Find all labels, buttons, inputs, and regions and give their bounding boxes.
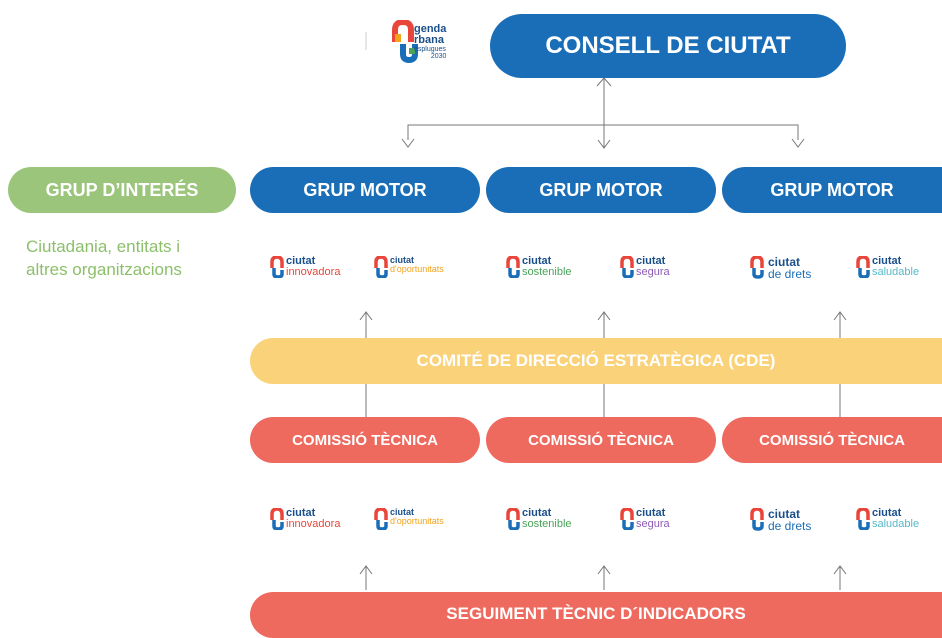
brand-name: saludable (872, 518, 920, 530)
brand-word: ciutat (636, 255, 666, 267)
brand-word: ciutat (390, 255, 415, 265)
brand-word: ciutat (636, 507, 666, 519)
brand-name: segura (636, 266, 670, 278)
ciutat-mark-icon (374, 256, 388, 278)
brand-name: de drets (768, 267, 812, 281)
technical-commission-label: COMISSIÓ TÈCNICA (759, 431, 905, 449)
brand-name: sostenible (522, 266, 572, 278)
ciutat-mark-icon (750, 508, 764, 531)
interest-group-description-line2: altres organitzacions (26, 260, 182, 279)
cde-label: COMITÉ DE DIRECCIÓ ESTRATÈGICA (CDE) (416, 351, 776, 370)
brand-name: segura (636, 518, 670, 530)
motor-group-label: GRUP MOTOR (303, 179, 427, 200)
ciutat-mark-icon (270, 256, 284, 278)
brand-name: innovadora (286, 266, 341, 278)
brand-name: sostenible (522, 518, 572, 530)
motor-group-label: GRUP MOTOR (770, 179, 894, 200)
ciutat-mark-icon (856, 256, 870, 278)
brand-word: ciutat (522, 507, 552, 519)
ciutat-mark-icon (620, 256, 634, 278)
interest-group-description-line1: Ciutadania, entitats i (26, 237, 181, 256)
logo-text-1: genda (414, 23, 447, 35)
motor-group-2: GRUP MOTOR (486, 167, 716, 213)
monitoring-box: SEGUIMENT TÈCNIC D´INDICADORS (250, 592, 942, 638)
cde-box: COMITÉ DE DIRECCIÓ ESTRATÈGICA (CDE) (250, 338, 942, 384)
ciutat-mark-icon (750, 256, 764, 279)
logo-text-4: 2030 (430, 53, 447, 60)
brand-word: ciutat (768, 507, 801, 521)
motor-group-3: GRUP MOTOR (722, 167, 942, 213)
ciutat-mark-icon (270, 508, 284, 530)
agenda-urbana-mark-icon (392, 20, 418, 64)
brand-name: de drets (768, 519, 812, 533)
brand-word: ciutat (286, 507, 316, 519)
logo-text-2: rbana (414, 34, 444, 46)
ciutat-mark-icon (506, 508, 520, 530)
brand-word: ciutat (286, 255, 316, 267)
agenda-urbana-logo: genda rbana esplugues 2030 (392, 20, 462, 64)
brand-word: ciutat (390, 507, 415, 517)
ciutat-mark-icon (856, 508, 870, 530)
technical-commission-label: COMISSIÓ TÈCNICA (292, 431, 438, 449)
motor-group-label: GRUP MOTOR (539, 179, 663, 200)
interest-group-description: Ciutadania, entitats i altres organitzac… (26, 235, 182, 281)
brand-name: innovadora (286, 518, 341, 530)
brand-word: ciutat (522, 255, 552, 267)
interest-group-box: GRUP D’INTERÉS (8, 167, 236, 213)
brand-name: saludable (872, 266, 920, 278)
logo-text-3: esplugues (414, 46, 446, 53)
motor-group-1: GRUP MOTOR (250, 167, 480, 213)
ciutat-mark-icon (374, 508, 388, 530)
brand-word: ciutat (872, 507, 902, 519)
monitoring-label: SEGUIMENT TÈCNIC D´INDICADORS (446, 604, 746, 623)
ciutat-mark-icon (506, 256, 520, 278)
brand-name: d'oportunitats (390, 516, 444, 526)
brand-word: ciutat (768, 255, 801, 269)
technical-commission-label: COMISSIÓ TÈCNICA (528, 431, 674, 449)
interest-group-label: GRUP D’INTERÉS (45, 179, 199, 200)
brand-name: d'oportunitats (390, 264, 444, 274)
council-label: CONSELL DE CIUTAT (545, 32, 791, 59)
brand-word: ciutat (872, 255, 902, 267)
technical-commission-3: COMISSIÓ TÈCNICA (722, 417, 942, 463)
council-box: CONSELL DE CIUTAT (490, 14, 846, 78)
technical-commission-1: COMISSIÓ TÈCNICA (250, 417, 480, 463)
ciutat-mark-icon (620, 508, 634, 530)
technical-commission-2: COMISSIÓ TÈCNICA (486, 417, 716, 463)
